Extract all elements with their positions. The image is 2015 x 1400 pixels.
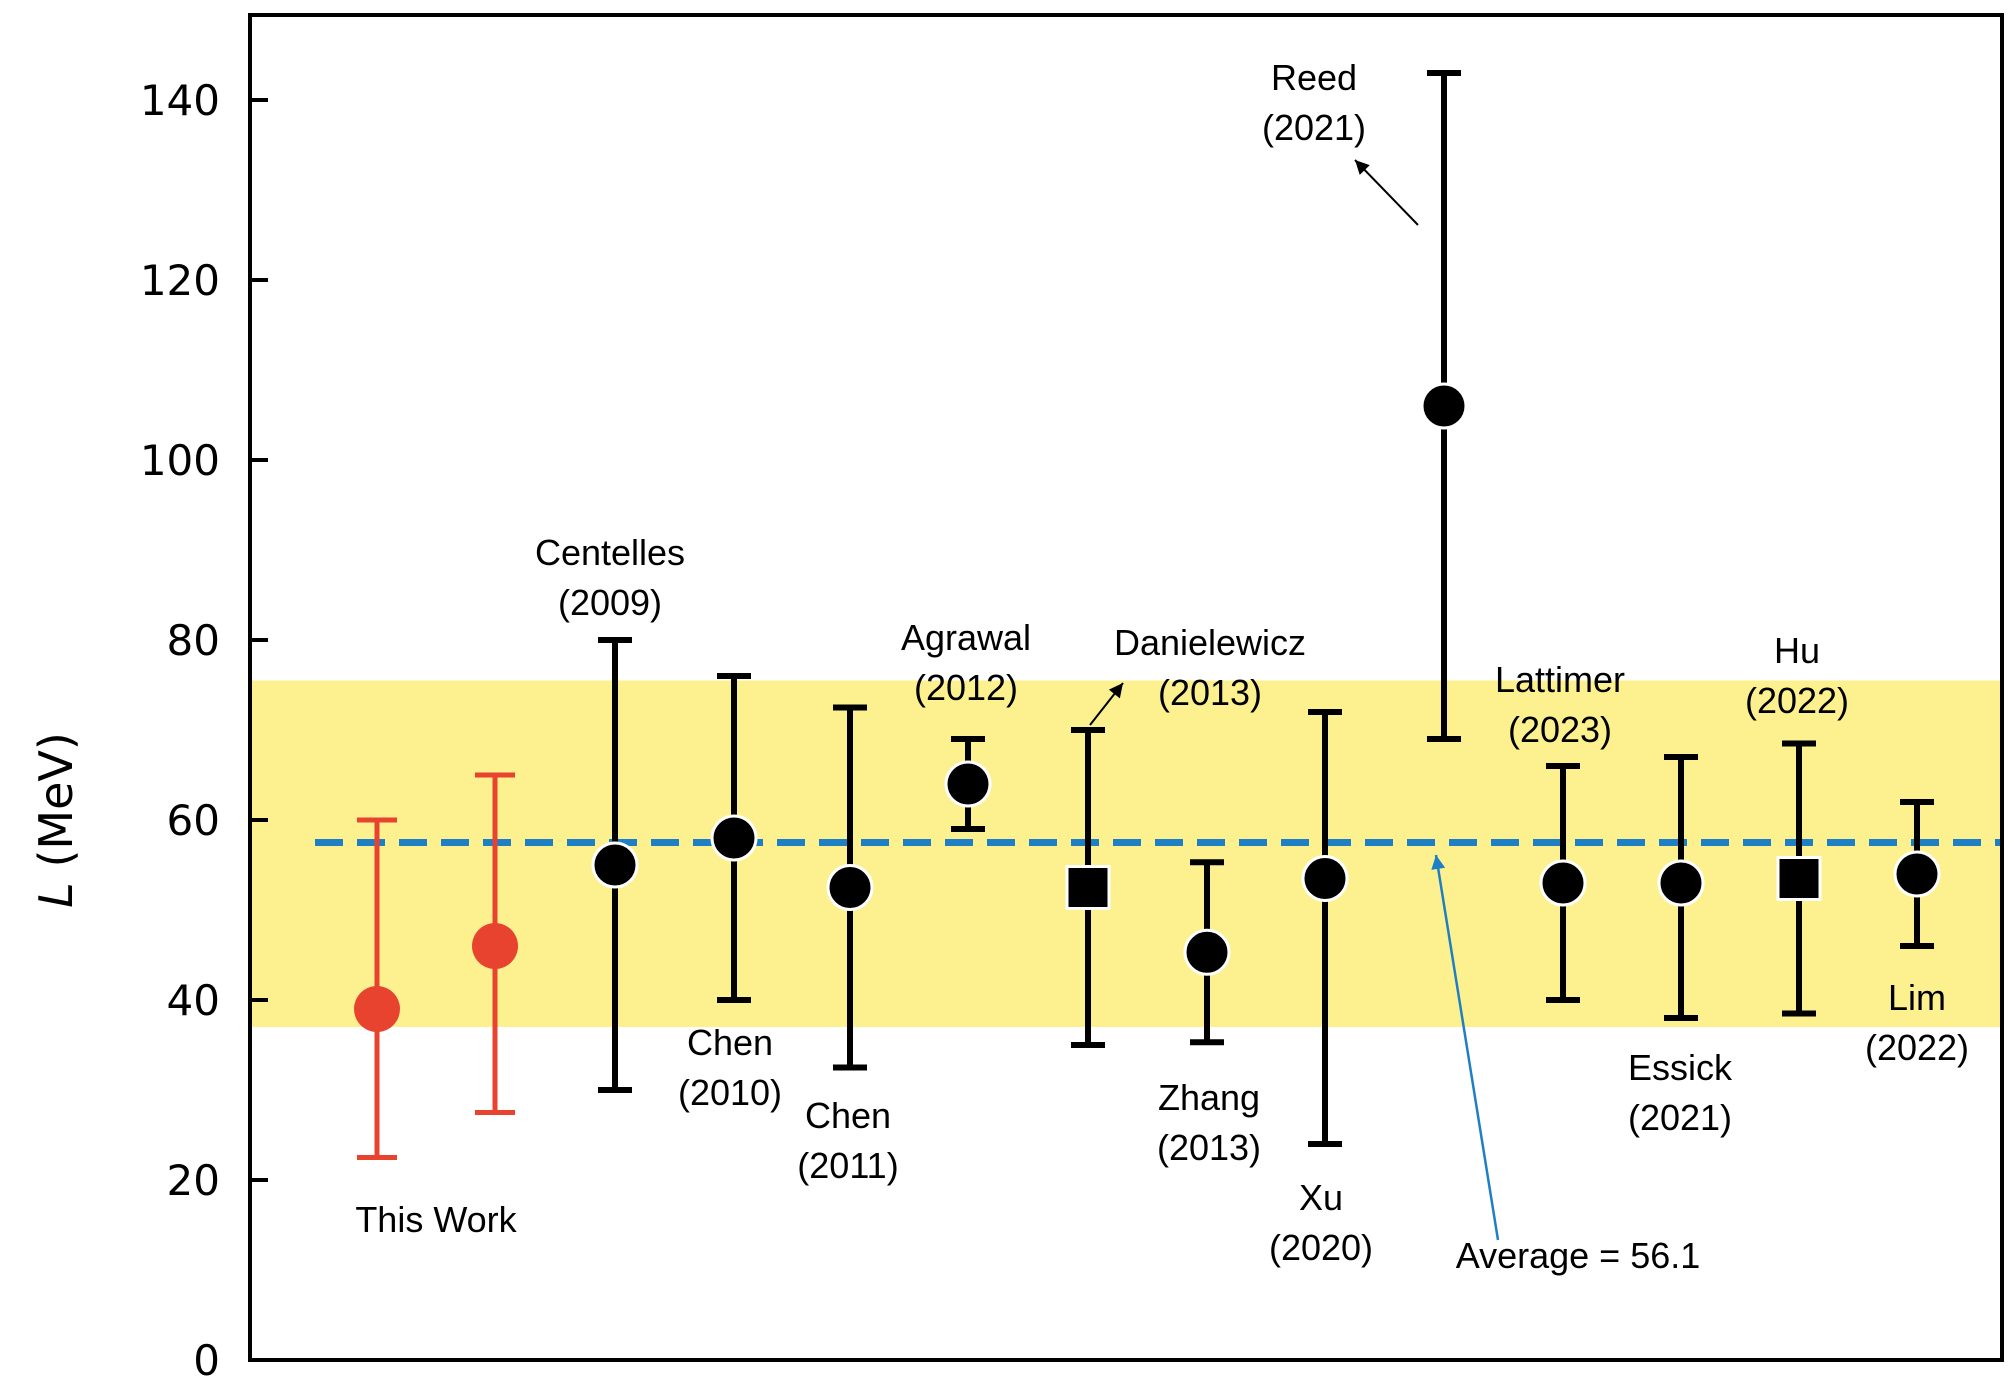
data-point-12 [1776,740,1822,1017]
data-point-0 [354,817,400,1160]
marker-circle-2 [591,841,639,889]
point-label-year-4: (2011) [797,1145,898,1186]
arrow-average-shaft [1434,854,1500,1241]
marker-circle-1 [472,923,518,969]
point-label-year-12: (2022) [1745,680,1849,721]
arrow-reed [1354,159,1419,226]
point-label-year-6: (2013) [1158,672,1262,713]
arrow-average-head [1431,855,1446,870]
point-label-6: Danielewicz [1114,622,1306,663]
point-label-year-9: (2021) [1262,107,1366,148]
y-tick-label-60: 60 [167,796,220,845]
data-point-11 [1657,754,1705,1021]
point-label-year-7: (2013) [1157,1127,1261,1168]
arrow-average [1431,854,1500,1241]
point-label-13: Lim [1888,977,1946,1018]
data-point-1 [472,772,518,1115]
point-label-year-5: (2012) [914,667,1018,708]
marker-circle-3 [710,814,758,862]
point-label-4: Chen [805,1095,891,1136]
point-label-year-11: (2021) [1628,1097,1732,1138]
y-tick-label-140: 140 [140,76,220,125]
point-label-10: Lattimer [1495,659,1625,700]
point-label-11: Essick [1628,1047,1733,1088]
marker-circle-13 [1893,850,1941,898]
marker-circle-4 [826,864,874,911]
y-tick-label-20: 20 [167,1156,220,1205]
point-label-year-3: (2010) [678,1072,782,1113]
point-label-year-8: (2020) [1269,1227,1373,1268]
arrow-danielewicz [1089,682,1124,726]
marker-circle-9 [1420,382,1468,430]
data-point-5 [944,736,992,832]
annotation-this-work: This Work [355,1199,517,1240]
consensus-band [250,680,2002,1027]
point-label-8: Xu [1299,1177,1343,1218]
y-axis-label-unit: (MeV) [29,732,83,882]
data-point-6 [1065,727,1111,1048]
data-point-4 [826,704,874,1071]
y-tick-label-120: 120 [140,256,220,305]
marker-circle-11 [1657,859,1705,907]
data-point-10 [1539,763,1587,1003]
plot-frame [248,13,2004,1362]
marker-circle-10 [1539,859,1587,907]
marker-circle-0 [354,986,400,1032]
y-axis-label: L (MeV) [29,732,83,908]
data-point-13 [1893,799,1941,949]
data-point-7 [1183,859,1231,1046]
annotation-average: Average = 56.1 [1456,1235,1701,1276]
point-label-5: Agrawal [901,617,1031,658]
marker-circle-5 [944,760,992,808]
point-label-2: Centelles [535,532,685,573]
point-label-year-2: (2009) [558,582,662,623]
point-label-year-10: (2023) [1508,709,1612,750]
marker-square-12 [1776,856,1822,901]
point-label-12: Hu [1774,630,1820,671]
y-tick-label-100: 100 [140,436,220,485]
marker-circle-8 [1301,855,1349,902]
y-axis-label-var: L [29,882,83,908]
arrow-reed-shaft [1354,159,1419,226]
y-tick-label-40: 40 [167,976,220,1025]
arrow-danielewicz-head [1108,683,1123,699]
data-point-9 [1420,70,1468,742]
y-tick-label-80: 80 [167,616,220,665]
point-label-7: Zhang [1158,1077,1260,1118]
arrow-reed-head [1355,160,1370,175]
data-point-8 [1301,709,1349,1147]
point-label-9: Reed [1271,57,1357,98]
marker-circle-7 [1183,928,1231,976]
point-label-3: Chen [687,1022,773,1063]
y-tick-label-0: 0 [193,1336,220,1385]
point-label-year-13: (2022) [1865,1027,1969,1068]
data-point-3 [710,673,758,1003]
marker-square-6 [1065,865,1111,910]
data-point-2 [591,637,639,1093]
